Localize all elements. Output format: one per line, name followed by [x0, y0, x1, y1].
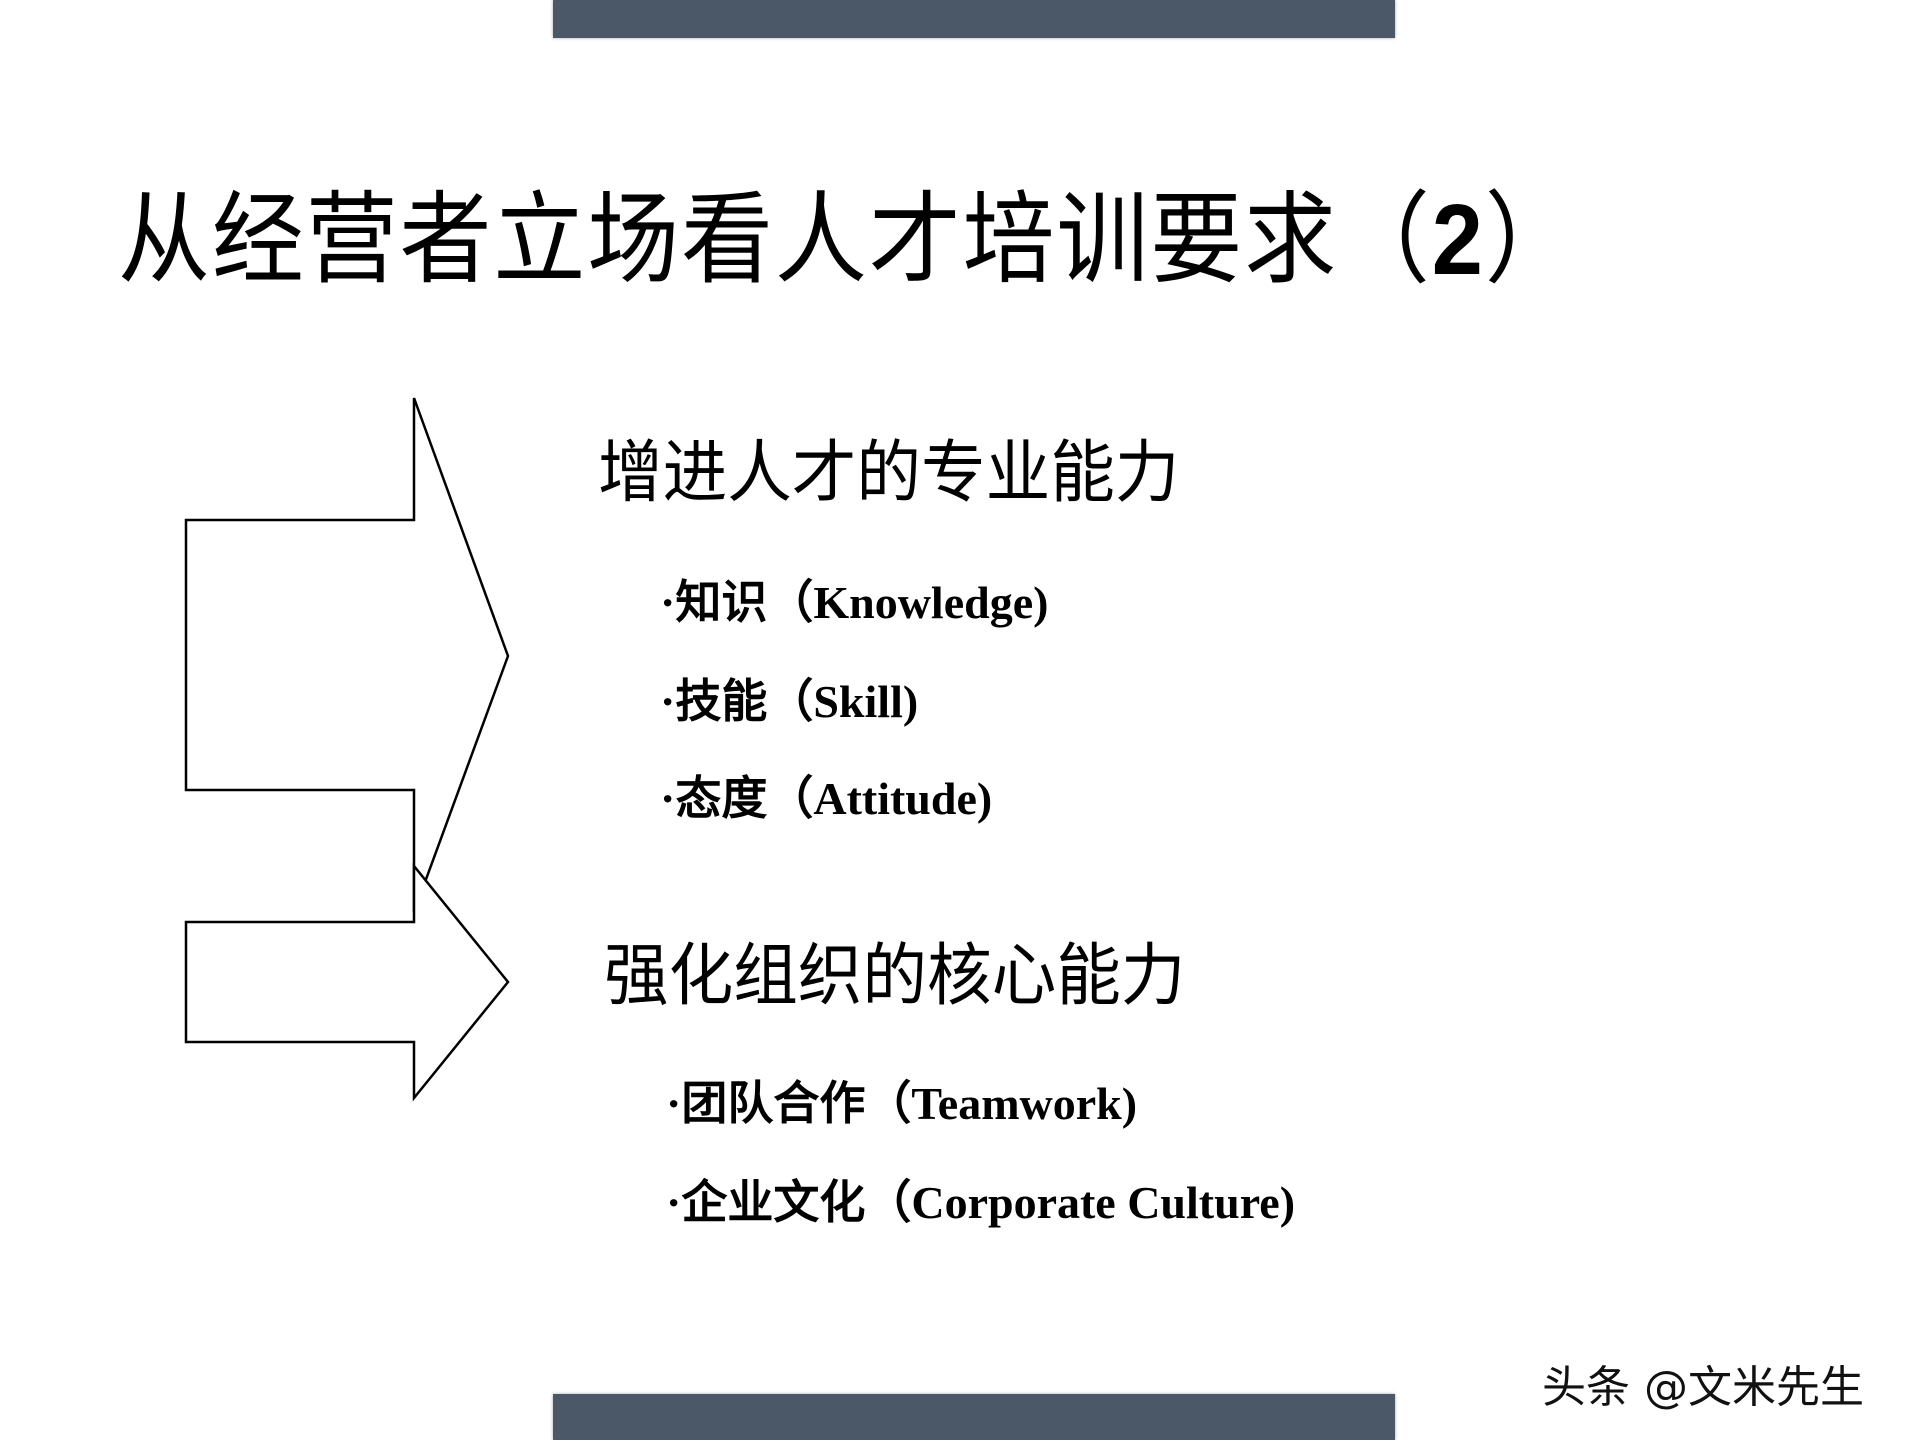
slide-title: 从经营者立场看人才培训要求（2）	[118, 180, 1579, 300]
item-zh-label: 技能	[675, 674, 768, 728]
title-text: 从经营者立场看人才培训要求（	[118, 181, 1432, 298]
item-zh-label: 企业文化	[681, 1175, 866, 1229]
section-heading-professional-ability: 增进人才的专业能力	[598, 434, 1180, 513]
list-item-attitude: ·态度（Attitude)	[660, 770, 992, 827]
item-en-label: （Corporate Culture)	[865, 1177, 1296, 1228]
watermark-text: 头条 @文米先生	[1542, 1362, 1864, 1413]
right-arrow-icon	[184, 862, 510, 1102]
list-item-corporate-culture: ·企业文化（Corporate Culture)	[666, 1174, 1295, 1231]
list-item-skill: ·技能（Skill)	[660, 673, 918, 730]
item-en-label: （Skill)	[767, 676, 919, 727]
list-item-knowledge: ·知识（Knowledge)	[660, 574, 1048, 631]
top-decorative-bar	[553, 0, 1395, 38]
item-en-label: （Teamwork)	[865, 1078, 1138, 1129]
bottom-decorative-bar	[553, 1394, 1395, 1440]
bullet: ·	[660, 577, 676, 628]
bullet: ·	[666, 1177, 682, 1228]
bullet: ·	[660, 773, 676, 824]
right-arrow-icon	[184, 397, 510, 913]
item-zh-label: 知识	[675, 575, 768, 629]
item-zh-label: 态度	[675, 771, 768, 825]
bullet: ·	[660, 676, 676, 727]
bullet: ·	[666, 1078, 682, 1129]
title-number: 2	[1431, 184, 1485, 296]
item-zh-label: 团队合作	[681, 1076, 866, 1130]
title-close: ）	[1484, 181, 1579, 298]
item-en-label: （Knowledge)	[767, 577, 1049, 628]
item-en-label: （Attitude)	[767, 773, 993, 824]
section-heading-core-competence: 强化组织的核心能力	[604, 937, 1186, 1016]
list-item-teamwork: ·团队合作（Teamwork)	[666, 1075, 1137, 1132]
